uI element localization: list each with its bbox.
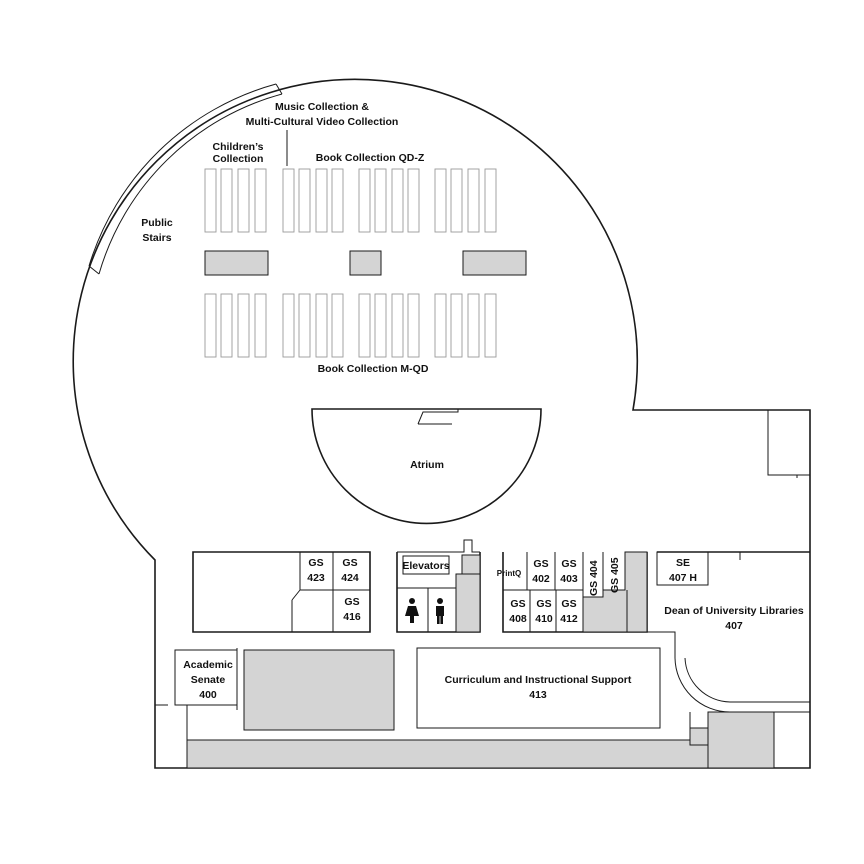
academic-senate-label-2: Senate	[191, 674, 226, 686]
elevators-label: Elevators	[402, 560, 449, 572]
room-gs403-number: 403	[560, 573, 578, 585]
academic-senate-label: Academic	[183, 659, 233, 671]
bookshelves-lower	[204, 293, 497, 358]
south-corridor	[155, 647, 691, 740]
room-gs424-label: GS	[342, 557, 357, 569]
atrium-label: Atrium	[410, 459, 444, 471]
study-table	[349, 250, 382, 276]
public-stairs-label-2: Stairs	[142, 232, 171, 244]
womens-restroom-icon	[405, 598, 419, 623]
room-academic-senate	[174, 649, 238, 706]
room-gs423-number: 423	[307, 572, 325, 584]
room-gs412-number: 412	[560, 613, 578, 625]
childrens-collection-label: Children’s	[213, 141, 264, 153]
dean-office-number: 407	[725, 620, 743, 632]
study-table	[462, 250, 527, 276]
room-gs416	[332, 589, 371, 633]
room-gs402-label: GS	[533, 558, 548, 570]
room-gs416-number: 416	[343, 611, 361, 623]
mens-restroom-icon	[436, 598, 444, 624]
book-collection-qd-z-label: Book Collection QD-Z	[316, 152, 425, 164]
room-gs410-label: GS	[536, 598, 551, 610]
room-gs402-number: 402	[532, 573, 550, 585]
stair-notch	[461, 554, 481, 575]
room-curriculum-support	[416, 647, 661, 729]
elevator-shaft	[455, 573, 481, 633]
mechanical-door	[689, 727, 709, 746]
room-gs404-label: GS 404	[588, 560, 600, 596]
curriculum-support-number: 413	[529, 689, 547, 701]
service-shaft	[582, 551, 648, 633]
dean-office-label: Dean of University Libraries	[664, 605, 804, 617]
bookshelves-upper	[204, 168, 497, 233]
room-se407h-label: SE	[676, 557, 690, 569]
room-se407h	[656, 551, 709, 586]
room-gs408-number: 408	[509, 613, 527, 625]
academic-senate-number: 400	[199, 689, 217, 701]
curriculum-support-label: Curriculum and Instructional Support	[445, 674, 632, 686]
room-gs410-number: 410	[535, 613, 553, 625]
storage-room	[243, 649, 395, 731]
right-wing-nook	[767, 410, 810, 478]
childrens-collection-label-2: Collection	[213, 153, 264, 165]
book-collection-m-qd-label: Book Collection M-QD	[318, 363, 429, 375]
corridor-shaft	[186, 739, 711, 769]
public-stairs-label: Public	[141, 217, 173, 229]
room-gs405-label: GS 405	[609, 557, 621, 593]
building-outline	[72, 78, 811, 769]
room-gs423-label: GS	[308, 557, 323, 569]
room-gs412-label: GS	[561, 598, 576, 610]
mechanical-room	[707, 711, 775, 769]
room-se407h-number: 407 H	[669, 572, 697, 584]
room-gs408-label: GS	[510, 598, 525, 610]
printq-label: PrintQ	[497, 569, 521, 578]
music-collection-label: Music Collection &	[275, 101, 369, 113]
room-gs424-number: 424	[341, 572, 359, 584]
room-gs403-label: GS	[561, 558, 576, 570]
atrium-outline	[311, 408, 542, 525]
study-table	[204, 250, 269, 276]
public-stairs-wall	[88, 83, 283, 275]
music-collection-label-2: Multi-Cultural Video Collection	[246, 116, 399, 128]
room-gs416-label: GS	[344, 596, 359, 608]
atrium-balcony-notch	[417, 409, 459, 425]
